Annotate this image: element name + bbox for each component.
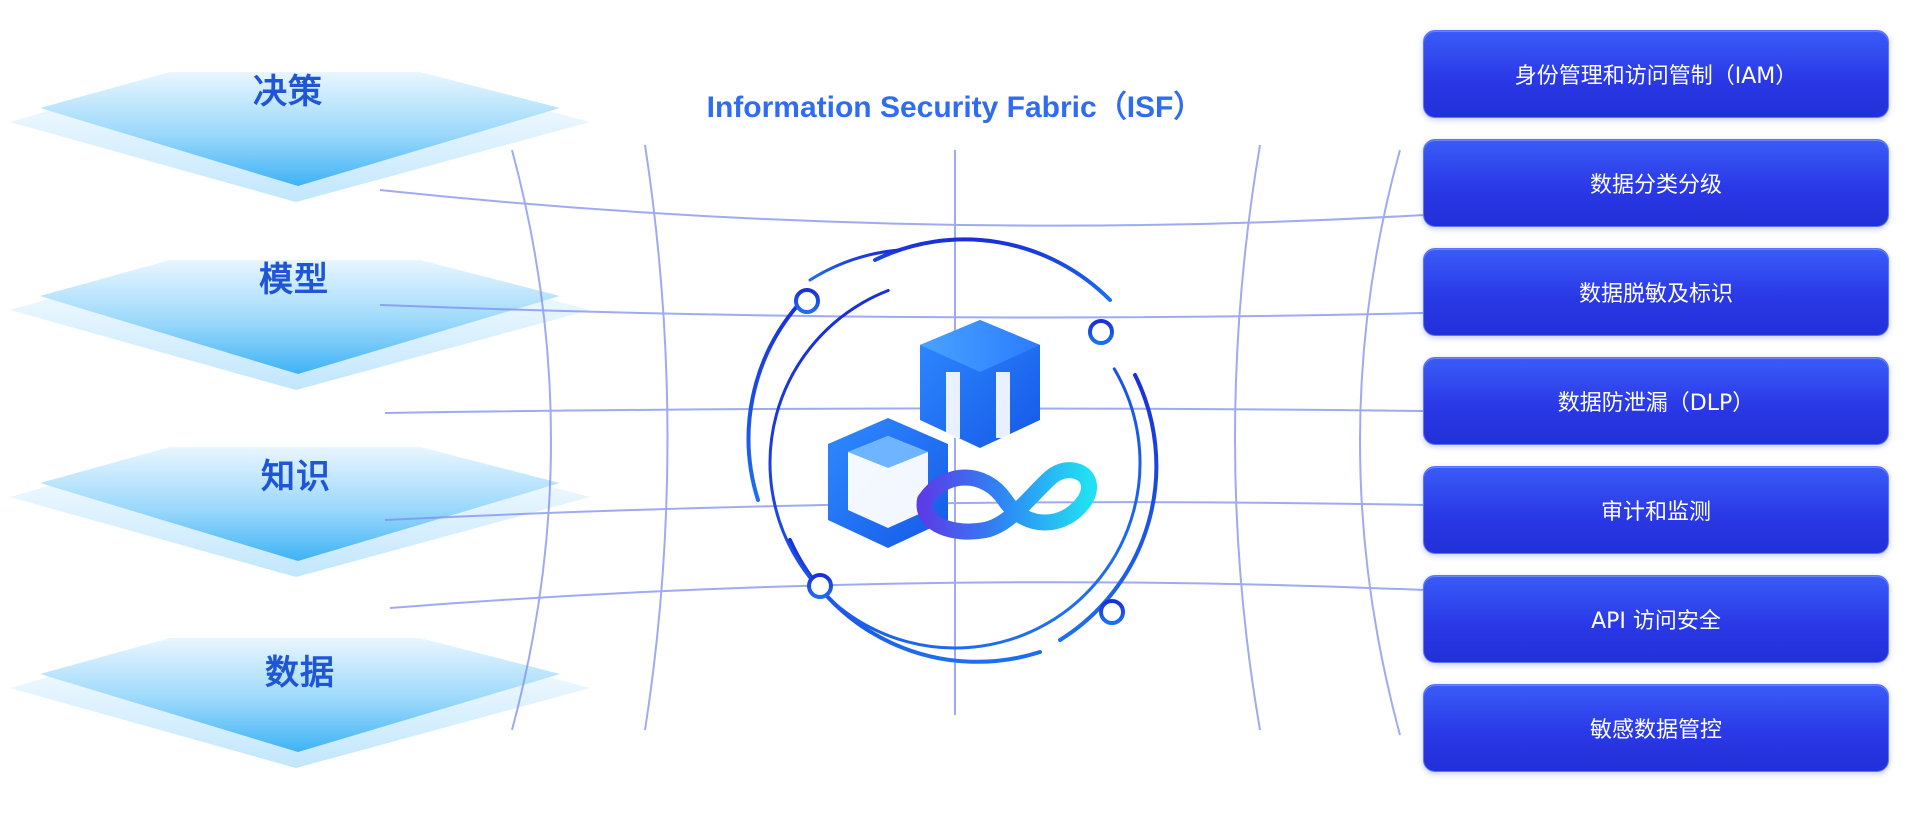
capability-button-iam[interactable]: 身份管理和访问管制（IAM） [1423,30,1889,118]
capability-label: 数据分类分级 [1589,173,1722,198]
capability-button-data-masking[interactable]: 数据脱敏及标识 [1423,248,1889,336]
layer-plate-model [10,260,590,390]
cubes-infinity-logo [828,320,1097,548]
capability-label: 敏感数据管控 [1589,718,1722,743]
capability-button-data-classification[interactable]: 数据分类分级 [1423,139,1889,227]
grid-horizontal-line [384,407,1425,414]
capability-label: 数据脱敏及标识 [1578,282,1733,307]
layer-plate-decision [10,72,590,202]
capability-label: 审计和监测 [1600,500,1711,525]
grid-vertical-line [1359,149,1401,736]
capability-button-dlp[interactable]: 数据防泄漏（DLP） [1423,357,1889,445]
capability-label: API 访问安全 [1591,609,1721,634]
diagram-title: Information Security Fabric（ISF） [706,91,1204,124]
capability-list: 身份管理和访问管制（IAM） 数据分类分级 数据脱敏及标识 数据防泄漏（DLP）… [1423,30,1891,793]
grid-vertical-line [511,149,552,731]
capability-label: 数据防泄漏（DLP） [1557,391,1755,416]
grid-horizontal-line [379,304,1425,319]
capability-button-api-security[interactable]: API 访问安全 [1423,575,1889,663]
layer-plate-data [10,638,590,768]
layer-label-decision: 决策 [253,72,323,112]
capability-button-audit-monitoring[interactable]: 审计和监测 [1423,466,1889,554]
layer-label-data: 数据 [265,653,335,693]
grid-vertical-line [1234,144,1261,731]
grid-horizontal-line [389,581,1425,609]
grid-horizontal-line [379,189,1425,227]
layer-plate-knowledge [10,447,590,577]
capability-label: 身份管理和访问管制（IAM） [1514,64,1798,89]
layer-label-knowledge: 知识 [261,457,331,497]
capability-button-sensitive-data-control[interactable]: 敏感数据管控 [1423,684,1889,772]
grid-vertical-line [644,144,669,731]
layer-label-model: 模型 [259,260,329,300]
center-ring [746,237,1159,664]
